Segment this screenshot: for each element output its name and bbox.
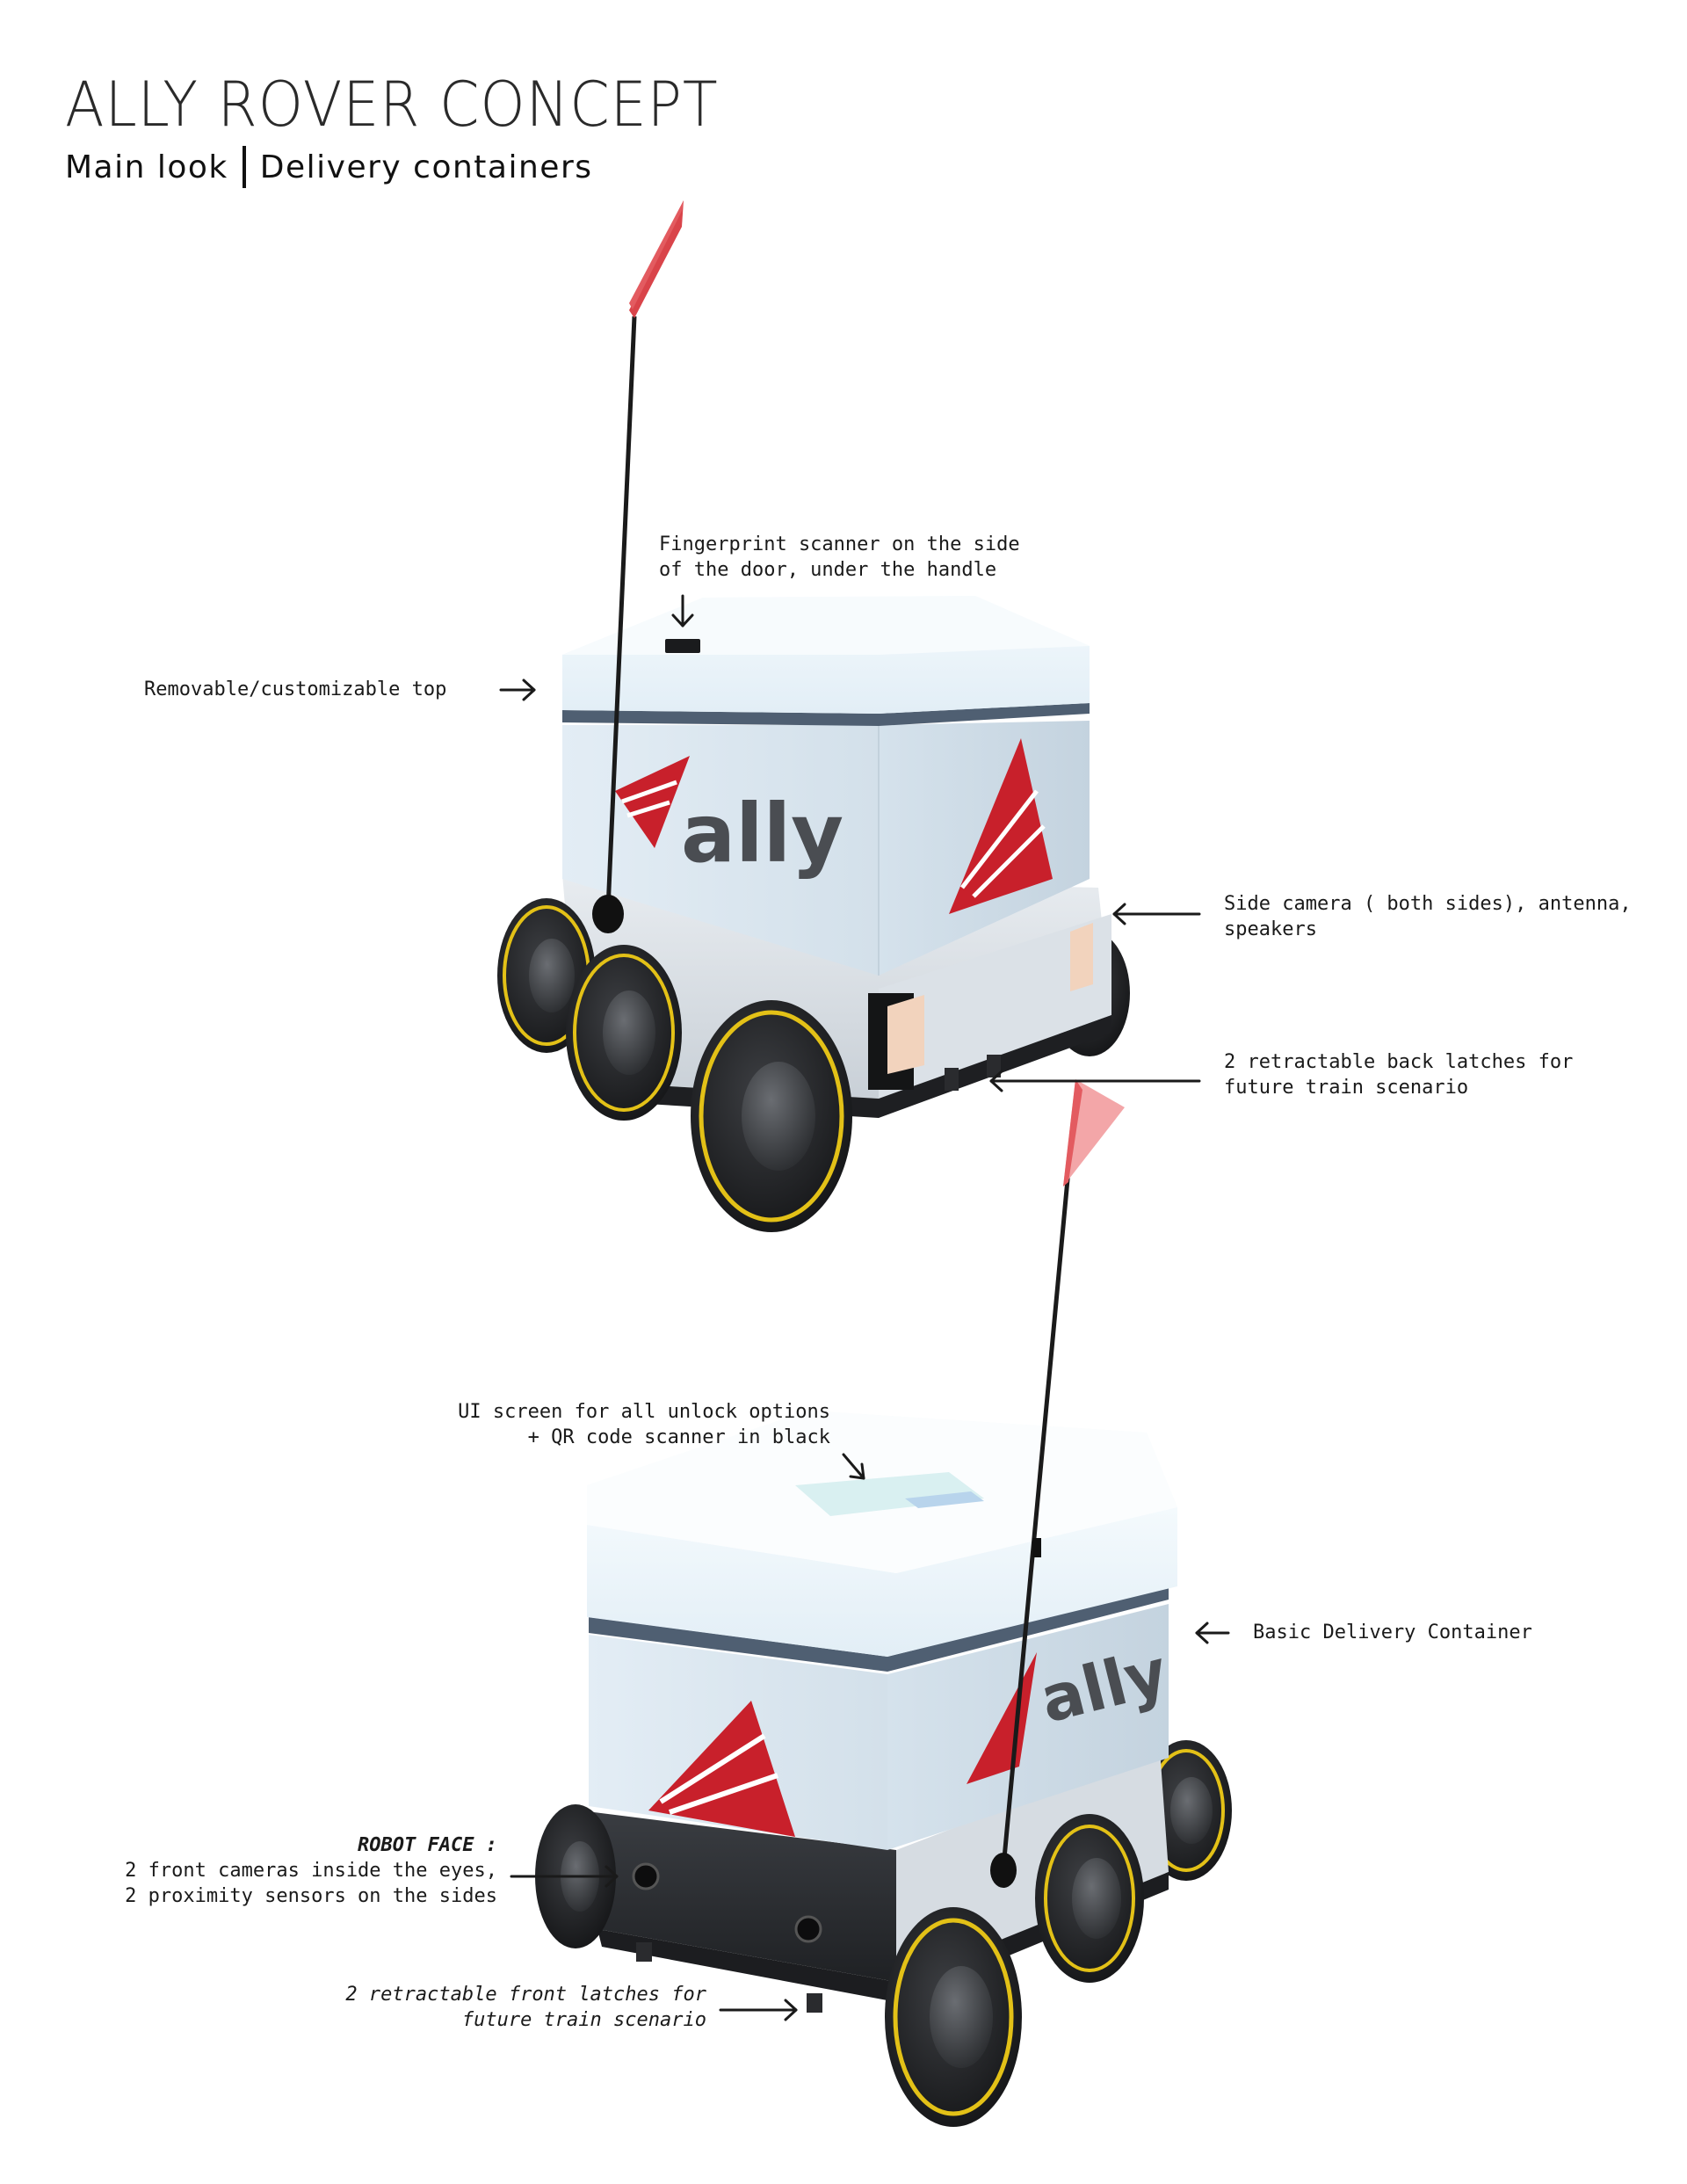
antenna-flag-front — [990, 1079, 1125, 1888]
subtitle-delivery-containers: Delivery containers — [259, 149, 593, 185]
rover-rear-view: ally — [497, 200, 1130, 1232]
annotation-robot-face-line-2: 2 proximity sensors on the sides — [125, 1885, 497, 1907]
annotation-back-latches-line-1: 2 retractable back latches for — [1224, 1051, 1574, 1073]
ally-wordmark-rear: ally — [681, 787, 844, 881]
annotation-robot-face-heading: ROBOT FACE : — [358, 1834, 497, 1856]
arrow-front-latches — [719, 1999, 798, 2021]
annotation-back-latches: 2 retractable back latches for future tr… — [1224, 1049, 1573, 1100]
wheel-right-front — [885, 1907, 1022, 2127]
rover-front-view: ally — [535, 1079, 1232, 2127]
front-camera-left-eye — [632, 1862, 660, 1890]
lid-seam — [562, 703, 1090, 726]
tail-light-left — [887, 995, 924, 1074]
basic-container-lid — [587, 1507, 1177, 1657]
annotation-basic-container: Basic Delivery Container — [1253, 1622, 1532, 1643]
annotation-side-camera-line-1: Side camera ( both sides), antenna, — [1224, 893, 1632, 915]
subtitle-main-look: Main look — [65, 149, 228, 185]
arrow-side-camera — [1112, 903, 1201, 925]
annotation-fingerprint: Fingerprint scanner on the side of the d… — [659, 532, 1020, 583]
ally-triangle-side — [949, 738, 1053, 914]
page-title: ALLY ROVER CONCEPT — [65, 69, 719, 141]
annotation-front-latches-line-2: future train scenario — [461, 2009, 706, 2031]
annotation-removable-top: Removable/customizable top — [144, 678, 447, 700]
annotation-front-latches: 2 retractable front latches for future t… — [290, 1982, 706, 2033]
ui-screen — [795, 1472, 984, 1516]
basic-container-side — [887, 1604, 1169, 1850]
arrow-basic-container — [1195, 1622, 1230, 1644]
annotation-robot-face: ROBOT FACE : 2 front cameras inside the … — [53, 1832, 497, 1909]
arrow-back-latches — [989, 1070, 1201, 1092]
wheel-left-middle — [566, 945, 682, 1121]
annotation-side-camera-line-2: speakers — [1224, 918, 1317, 940]
annotation-ui-screen-line-1: UI screen for all unlock options — [458, 1401, 830, 1423]
front-latch-right — [807, 1993, 822, 2013]
annotation-robot-face-line-1: 2 front cameras inside the eyes, — [125, 1860, 497, 1882]
arrow-ui-screen — [842, 1453, 865, 1480]
page-subtitle: Main look Delivery containers — [65, 146, 593, 188]
annotation-front-latches-line-1: 2 retractable front latches for — [345, 1984, 706, 2006]
annotation-back-latches-line-2: future train scenario — [1224, 1077, 1469, 1099]
annotation-fingerprint-line-2: of the door, under the handle — [659, 559, 997, 581]
back-latch-right — [987, 1055, 1001, 1077]
ally-triangle-front — [648, 1701, 795, 1837]
tail-light-right — [1070, 923, 1093, 991]
front-camera-right-eye — [794, 1915, 822, 1943]
ally-logo-rear: ally — [615, 756, 844, 881]
wheel-right-middle — [1035, 1814, 1144, 1983]
qr-code-scanner — [905, 1491, 984, 1508]
annotation-side-camera: Side camera ( both sides), antenna, spea… — [1224, 891, 1632, 942]
arrow-removable-top — [499, 678, 536, 701]
wheel-left-front — [691, 1000, 852, 1232]
arrow-fingerprint — [671, 594, 694, 628]
antenna-flag-rear — [592, 200, 684, 933]
front-latch-left — [636, 1942, 652, 1962]
annotation-ui-screen: UI screen for all unlock options + QR co… — [422, 1399, 830, 1450]
arrow-robot-face — [510, 1865, 619, 1888]
annotation-fingerprint-line-1: Fingerprint scanner on the side — [659, 533, 1020, 555]
annotation-ui-screen-line-2: + QR code scanner in black — [527, 1426, 830, 1448]
subtitle-divider — [242, 146, 246, 188]
fingerprint-scanner — [665, 639, 700, 653]
back-latch-left — [945, 1068, 959, 1091]
